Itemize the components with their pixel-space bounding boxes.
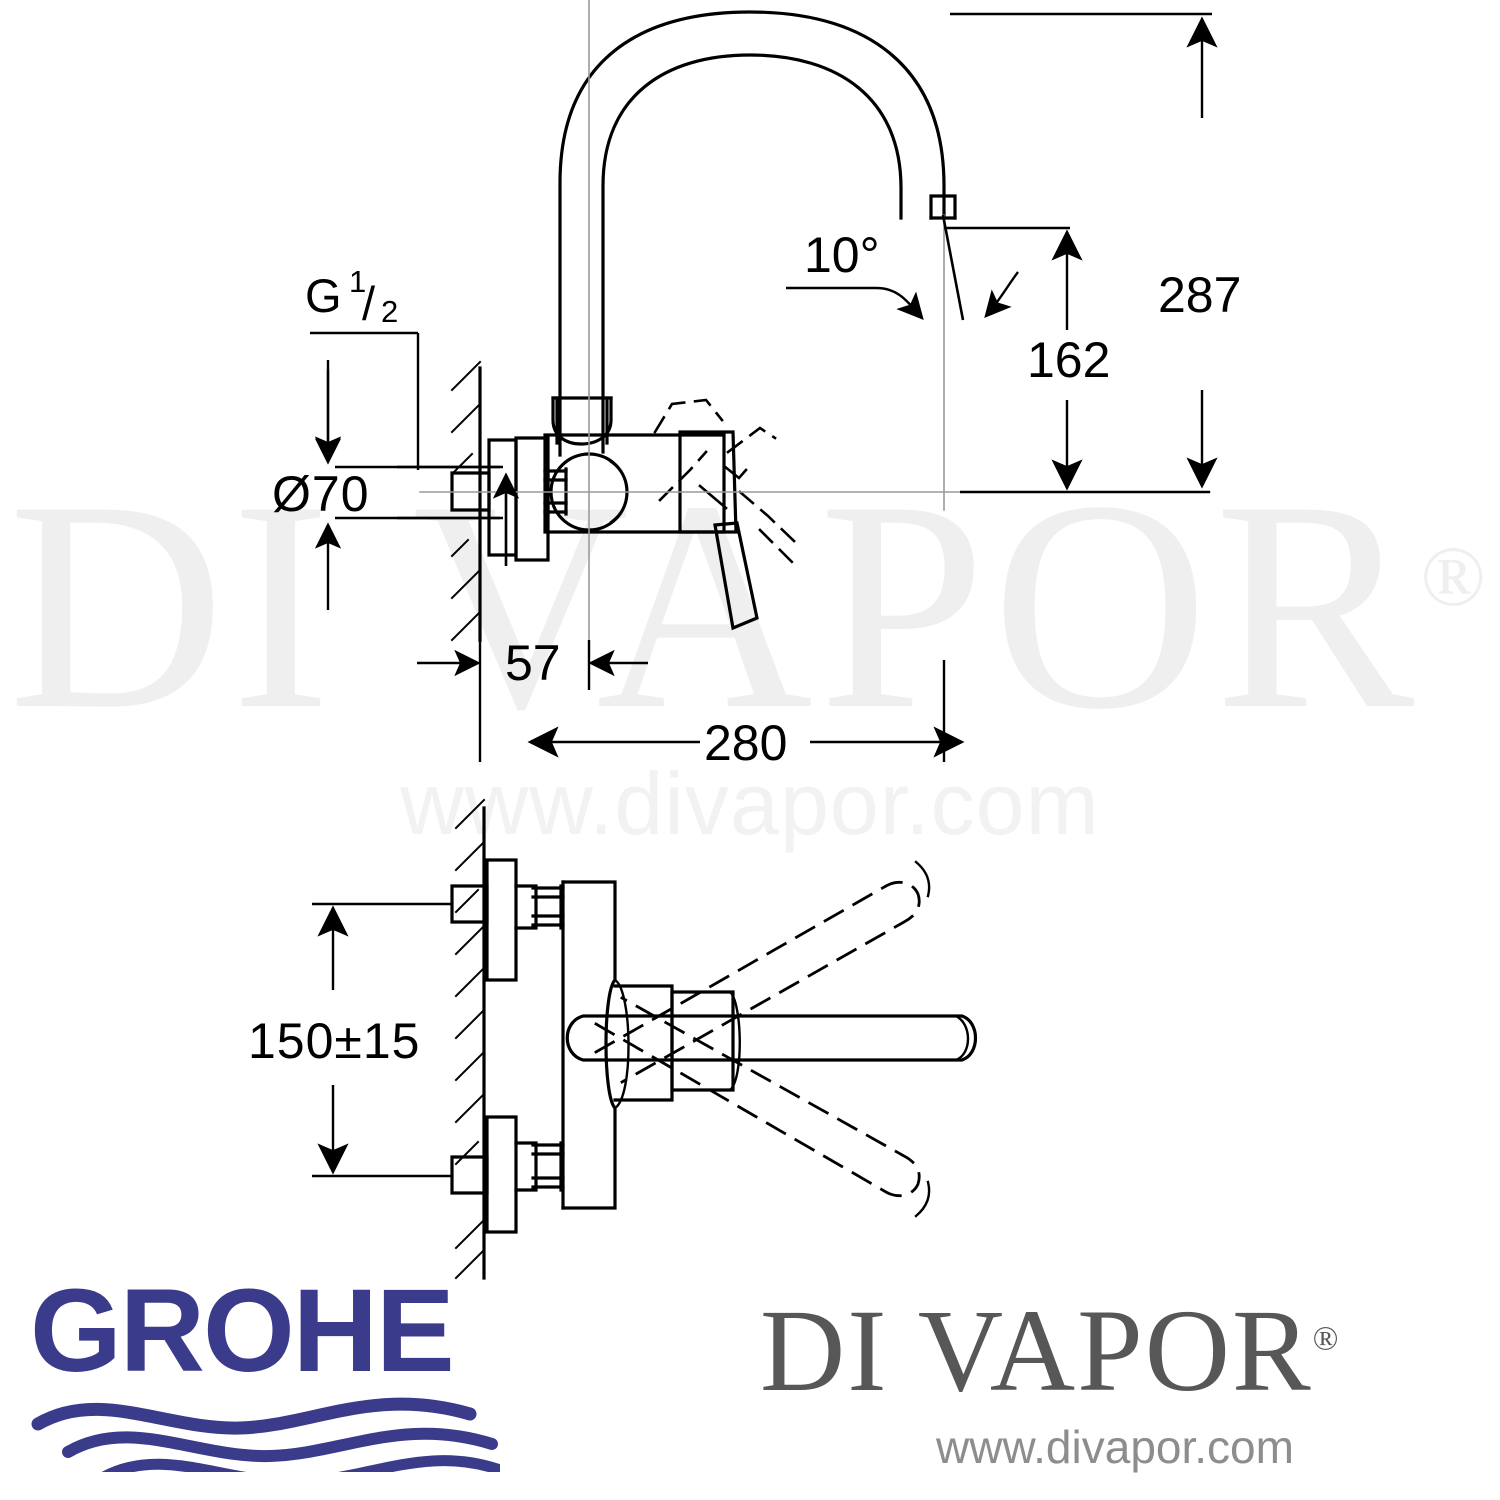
dimension-label-diameter: Ø70	[272, 466, 370, 522]
mixer-body	[450, 396, 797, 631]
plan-section-view	[450, 798, 977, 1280]
inlet-connection-top	[450, 858, 565, 982]
wall-section-bottom	[454, 798, 486, 1280]
dimension-label-thread-den: 2	[381, 294, 398, 329]
dimension-162	[944, 226, 1210, 494]
dimension-thread-g12	[310, 331, 520, 566]
dimension-diameter-70	[314, 360, 503, 610]
grohe-waves-icon	[31, 1397, 500, 1472]
dimension-label-162: 162	[1027, 332, 1110, 388]
dimension-label-150: 150±15	[248, 1013, 420, 1069]
gooseneck-spout	[558, 10, 957, 457]
dimension-280	[478, 660, 965, 762]
grohe-logo: GROHE	[30, 1265, 510, 1472]
side-elevation-view	[419, 0, 1211, 661]
dimension-angle-10deg	[786, 214, 1019, 321]
lever-swing-range	[594, 880, 921, 1198]
mixer-body-plan	[561, 880, 977, 1210]
dimension-label-57: 57	[505, 635, 561, 691]
fraction-slash-icon: /	[362, 277, 376, 330]
divapor-name: DI VAPOR	[760, 1285, 1313, 1416]
dimension-150-15	[312, 902, 452, 1178]
divapor-url: www.divapor.com	[936, 1421, 1294, 1473]
dimension-label-thread: G	[305, 269, 342, 322]
divapor-registered-icon: ®	[1312, 1320, 1341, 1358]
lever-swing-arc	[914, 860, 931, 1218]
dimension-label-thread-num: 1	[349, 264, 366, 299]
dimension-287	[950, 12, 1218, 489]
dimension-57	[417, 640, 648, 700]
divapor-logo: DI VAPOR® www.divapor.com	[760, 1292, 1470, 1474]
dimension-label-angle: 10°	[804, 227, 880, 283]
dimension-label-280: 280	[704, 715, 787, 771]
wall-section-top	[450, 360, 482, 642]
inlet-connection-bottom	[450, 1115, 565, 1234]
grohe-wordmark: GROHE	[30, 1265, 455, 1397]
divapor-wordmark: DI VAPOR®	[760, 1292, 1470, 1410]
dimension-label-287: 287	[1158, 267, 1241, 323]
